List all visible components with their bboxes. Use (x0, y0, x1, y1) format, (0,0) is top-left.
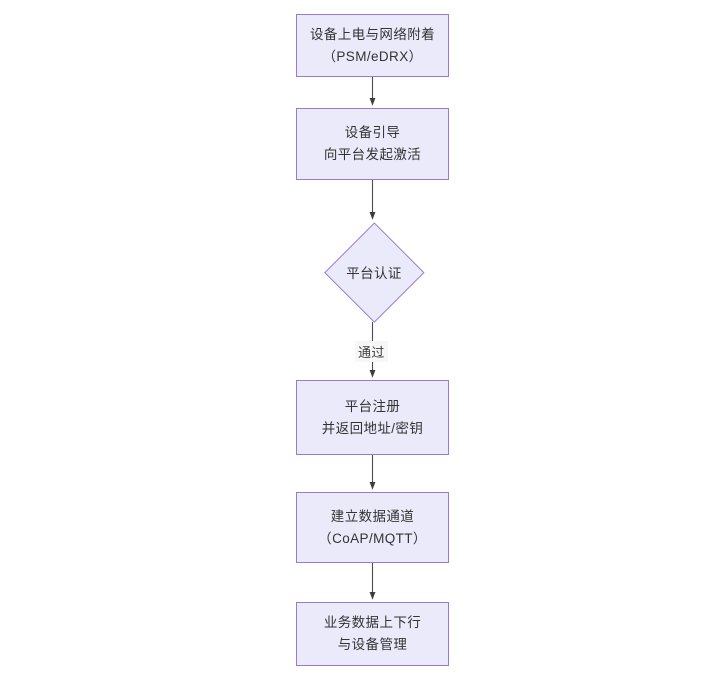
node-register[interactable]: 平台注册 并返回地址/密钥 (296, 380, 449, 455)
edge-label-pass: 通过 (355, 341, 388, 362)
node-biz-data-line-1: 业务数据上下行 (323, 615, 422, 631)
node-power-attach-line-2: （PSM/eDRX） (322, 48, 423, 64)
node-data-channel-line-2: （CoAP/MQTT） (318, 530, 427, 546)
node-power-attach[interactable]: 设备上电与网络附着 （PSM/eDRX） (296, 14, 449, 77)
node-bootstrap-line-2: 向平台发起激活 (323, 147, 422, 162)
node-power-attach-line-1: 设备上电与网络附着 (309, 26, 436, 42)
node-bootstrap[interactable]: 设备引导 向平台发起激活 (296, 108, 449, 180)
node-data-channel-line-1: 建立数据通道 (330, 508, 415, 524)
node-biz-data-line-2: 与设备管理 (337, 637, 408, 652)
node-auth-decision[interactable]: 平台认证 (324, 222, 424, 322)
node-auth-decision-label: 平台认证 (346, 266, 402, 281)
node-data-channel[interactable]: 建立数据通道 （CoAP/MQTT） (296, 492, 449, 563)
node-register-line-2: 并返回地址/密钥 (321, 420, 424, 436)
node-bootstrap-line-1: 设备引导 (344, 125, 401, 141)
node-register-line-1: 平台注册 (344, 398, 401, 414)
node-biz-data[interactable]: 业务数据上下行 与设备管理 (296, 602, 449, 666)
